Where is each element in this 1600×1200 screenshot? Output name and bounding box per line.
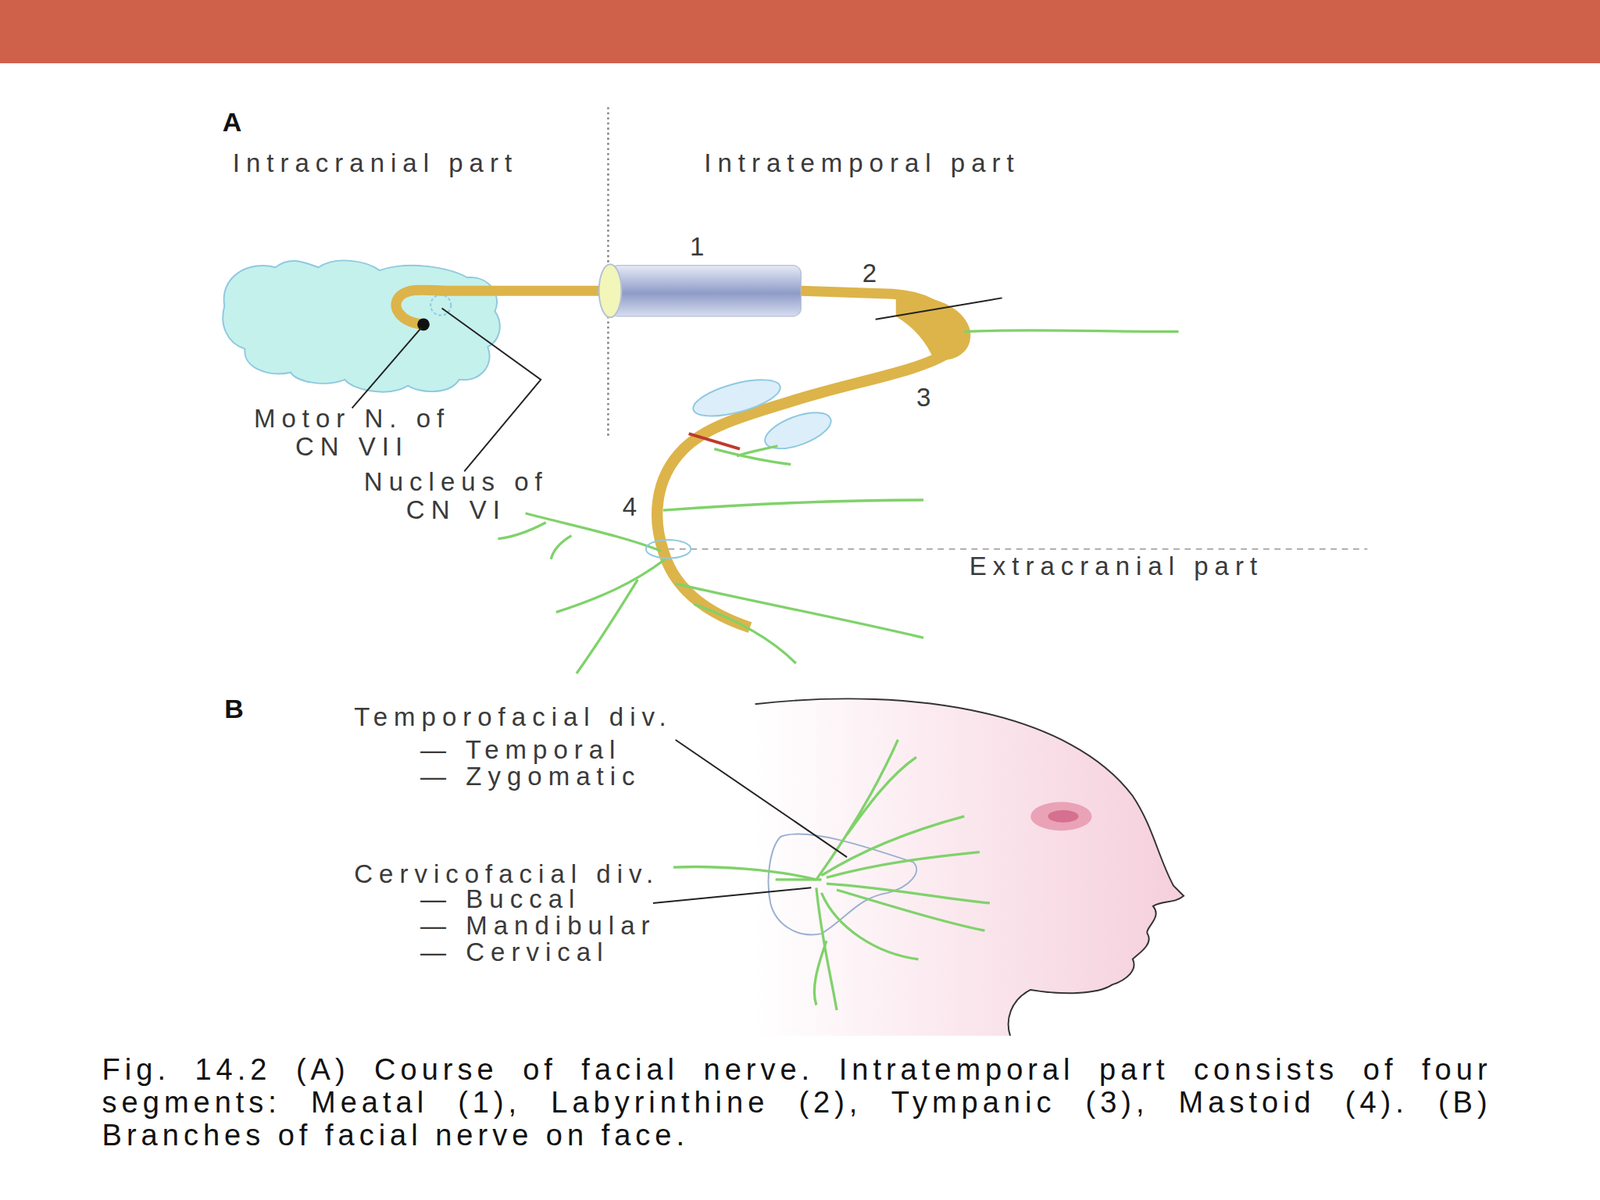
- branch-label: — Mandibular: [420, 910, 656, 940]
- eye: [1030, 802, 1092, 832]
- leader-line: [442, 307, 542, 472]
- nerve-branch: [673, 867, 817, 880]
- leader-line: [352, 327, 422, 408]
- branch-label: — Cervical: [420, 937, 609, 966]
- branch-label: — Zygomatic: [420, 762, 641, 791]
- facial-branches: [673, 739, 990, 1011]
- nucleus-label: Motor N. of CN VII: [239, 403, 466, 461]
- nerve-branch: [693, 603, 797, 664]
- nerve-branch: [821, 816, 965, 876]
- figure-caption: Fig. 14.2 (A) Course of facial nerve. In…: [102, 1053, 1493, 1152]
- head-silhouette: [755, 698, 1185, 1036]
- facial-nerve: [657, 352, 950, 629]
- internal-meatus: [610, 265, 801, 317]
- panel-letter: B: [224, 694, 246, 724]
- nerve-branch: [814, 940, 827, 1005]
- eye: [1047, 810, 1079, 823]
- ossicle: [689, 372, 784, 424]
- region-label: Extracranial part: [969, 552, 1264, 581]
- nerve-branch: [497, 522, 546, 540]
- nerve-branch: [556, 559, 666, 613]
- callout-number: 4: [622, 492, 643, 522]
- nerve-branch: [846, 757, 917, 835]
- branch-label: — Buccal: [420, 885, 581, 914]
- nerve-branch: [736, 446, 778, 457]
- header-band: [0, 0, 1600, 64]
- geniculate-ganglion: [896, 296, 972, 361]
- region-label: Intratemporal part: [703, 149, 1020, 178]
- nerve-branch: [816, 739, 898, 880]
- nerve-branch: [836, 889, 985, 931]
- branch-label: — Temporal: [420, 735, 622, 765]
- facial-nerve: [396, 289, 613, 325]
- nerve-branch: [663, 500, 924, 511]
- division-label: Temporofacial div.: [353, 703, 673, 732]
- nerve-branch: [816, 887, 837, 1011]
- brainstem: [222, 260, 500, 392]
- callout-number: 3: [916, 383, 937, 412]
- callout-number: 1: [689, 232, 711, 261]
- meatus-opening: [599, 264, 622, 318]
- nerve-branch: [550, 535, 572, 560]
- head-outline: [755, 698, 1185, 1036]
- nerve-branch: [826, 852, 980, 879]
- nerve-branch: [821, 892, 918, 960]
- callout-number: 2: [862, 259, 883, 288]
- motor-nucleus: [417, 318, 430, 332]
- panel-letter: A: [222, 107, 244, 137]
- leader-line: [653, 887, 811, 904]
- region-label: Intracranial part: [232, 149, 518, 178]
- divider-line: [668, 548, 1368, 550]
- nerve-branch: [576, 579, 638, 674]
- nerve-branch: [964, 330, 1179, 333]
- lesion-mark: [689, 433, 740, 450]
- nucleus-label: Nucleus of CN VI: [342, 467, 570, 525]
- cut-line: [875, 297, 1003, 319]
- leader-line: [675, 739, 847, 858]
- stylomastoid-foramen: [646, 539, 691, 559]
